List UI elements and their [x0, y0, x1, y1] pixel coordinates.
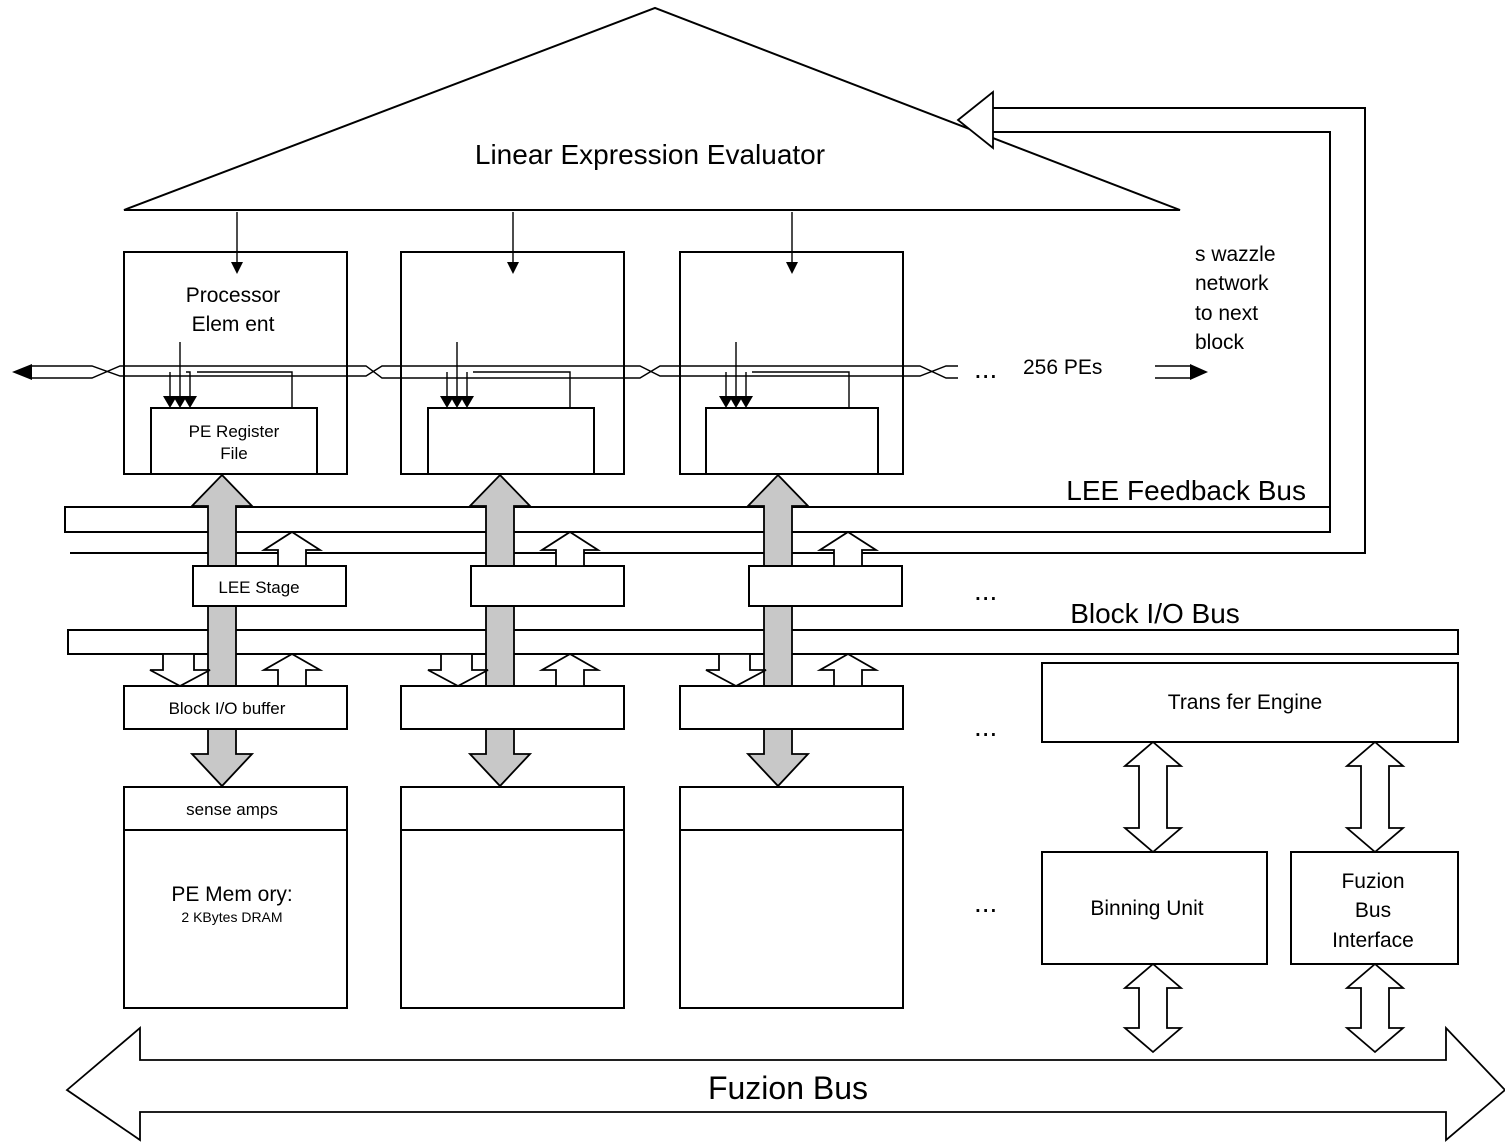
- pe-column-1: Processor Elem ent PE Register File: [123, 212, 348, 475]
- transfer-subsystem: Trans fer Engine Binning Unit Fuzion Bus…: [1041, 662, 1459, 1054]
- swizzle-line-4: block: [1195, 331, 1245, 354]
- processor-element-label-2: Elem ent: [192, 313, 275, 336]
- lee-title: Linear Expression Evaluator: [475, 139, 825, 170]
- processor-element-label-1: Processor: [186, 284, 281, 307]
- block-io-buffer-3: [679, 685, 904, 730]
- lee-stage-3: [748, 565, 903, 607]
- pe-register-file-label-2: File: [220, 444, 247, 463]
- pe-column-2: [400, 212, 625, 475]
- block-io-bus: Block I/O Bus ...: [67, 575, 1459, 655]
- binning-unit-label: Binning Unit: [1090, 897, 1203, 920]
- block-io-buffers: Block I/O buffer ...: [123, 652, 997, 742]
- pe-memory-2: [400, 786, 625, 1009]
- transfer-engine-label: Trans fer Engine: [1168, 691, 1322, 714]
- pe-register-file: [150, 407, 318, 475]
- lee-triangle: Linear Expression Evaluator: [123, 6, 1181, 211]
- fbi-label-1: Fuzion: [1341, 870, 1404, 893]
- lee-feedback-bus-label: LEE Feedback Bus: [1066, 475, 1306, 506]
- ellipsis-pe: ...: [974, 353, 997, 384]
- transfer-engine: [1041, 662, 1459, 743]
- ellipsis-memory: ...: [974, 887, 997, 918]
- swizzle-line-2: network: [1195, 272, 1269, 295]
- pe-memory-size: 2 KBytes DRAM: [181, 909, 282, 925]
- lee-feedback-loop: [70, 90, 1366, 554]
- fbi-label-3: Interface: [1332, 929, 1414, 952]
- binning-unit: [1041, 851, 1268, 965]
- block-io-buffer-label: Block I/O buffer: [169, 699, 286, 718]
- swizzle-line-3: to next: [1195, 302, 1258, 325]
- pe-memory-1: [123, 786, 348, 1009]
- fuzion-bus-label: Fuzion Bus: [708, 1070, 868, 1106]
- pe-column-3: [679, 212, 904, 475]
- lee-stage-2: [470, 565, 625, 607]
- register-file-inputs: [163, 342, 850, 408]
- block-io-buffer-1: [123, 685, 348, 730]
- block-io-buffer-2: [400, 685, 625, 730]
- ellipsis-buffer: ...: [974, 711, 997, 742]
- pe-memory-3: [679, 786, 904, 1009]
- lee-stages: LEE Stage: [192, 530, 903, 607]
- swizzle-line-1: s wazzle: [1195, 243, 1276, 266]
- pe-register-file-label-1: PE Register: [189, 422, 280, 441]
- fuzion-bus-interface: [1290, 851, 1459, 965]
- lee-stage-label: LEE Stage: [218, 578, 299, 597]
- lee-stage-1: [192, 565, 347, 607]
- fuzion-bus: Fuzion Bus: [65, 1025, 1505, 1142]
- pe-memory-label: PE Mem ory:: [171, 883, 292, 906]
- fbi-label-2: Bus: [1355, 899, 1391, 922]
- sense-amps-label: sense amps: [186, 800, 278, 819]
- swizzle-note: s wazzle network to next block: [1195, 243, 1276, 354]
- ellipsis-lee-stage: ...: [974, 575, 997, 606]
- swizzle-network: ... 256 PEs: [12, 353, 1208, 384]
- block-io-bus-label: Block I/O Bus: [1070, 598, 1240, 629]
- pe-memories: sense amps PE Mem ory: 2 KBytes DRAM ...: [123, 786, 997, 1009]
- pe-count-label: 256 PEs: [1023, 356, 1102, 379]
- lee-feedback-bus: LEE Feedback Bus: [64, 475, 1331, 533]
